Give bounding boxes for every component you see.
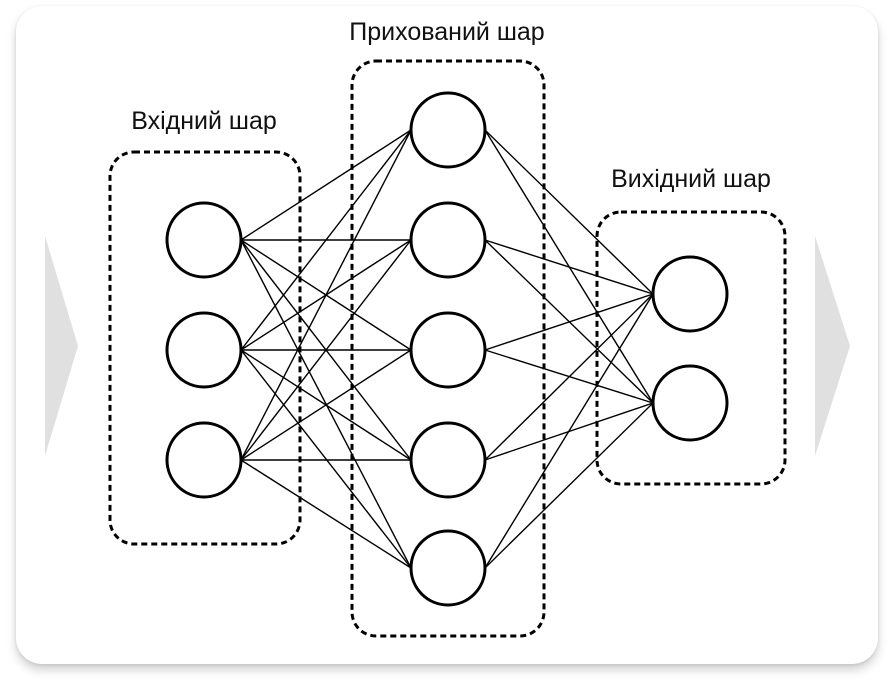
input-neuron-3	[165, 421, 243, 499]
hidden-layer-box	[350, 59, 546, 638]
connection-input3-hidden5	[240, 459, 412, 569]
left-arrow-icon	[45, 236, 78, 456]
connection-hidden5-output1	[484, 293, 654, 569]
output-neuron-2	[651, 364, 729, 442]
connection-input1-hidden1	[240, 129, 412, 241]
connection-input3-hidden1	[240, 129, 412, 461]
connection-hidden1-output1	[484, 129, 654, 295]
hidden-layer-label: Прихований шар	[349, 18, 544, 46]
connection-input3-hidden3	[240, 349, 412, 461]
output-layer-label: Вихідний шар	[611, 165, 771, 193]
input-neuron-1	[165, 201, 243, 279]
connection-input2-hidden1	[240, 129, 412, 351]
output-layer-box	[595, 210, 787, 486]
hidden-neuron-5	[409, 529, 487, 607]
hidden-neuron-2	[409, 201, 487, 279]
connection-hidden4-output1	[484, 293, 654, 461]
hidden-neuron-1	[409, 91, 487, 169]
neurons	[165, 91, 729, 607]
hidden-neuron-4	[409, 421, 487, 499]
connection-input2-hidden5	[240, 349, 412, 569]
connection-hidden3-output1	[484, 293, 654, 351]
output-neuron-1	[651, 255, 729, 333]
right-arrow-icon	[815, 236, 850, 456]
hidden-neuron-3	[409, 311, 487, 389]
input-layer-label: Вхідний шар	[131, 107, 277, 135]
connection-input3-hidden2	[240, 239, 412, 461]
input-layer-box	[108, 150, 302, 546]
connection-input1-hidden5	[240, 239, 412, 569]
connections	[240, 129, 654, 569]
input-neuron-2	[165, 311, 243, 389]
connection-hidden5-output2	[484, 402, 654, 569]
connection-hidden2-output1	[484, 239, 654, 295]
